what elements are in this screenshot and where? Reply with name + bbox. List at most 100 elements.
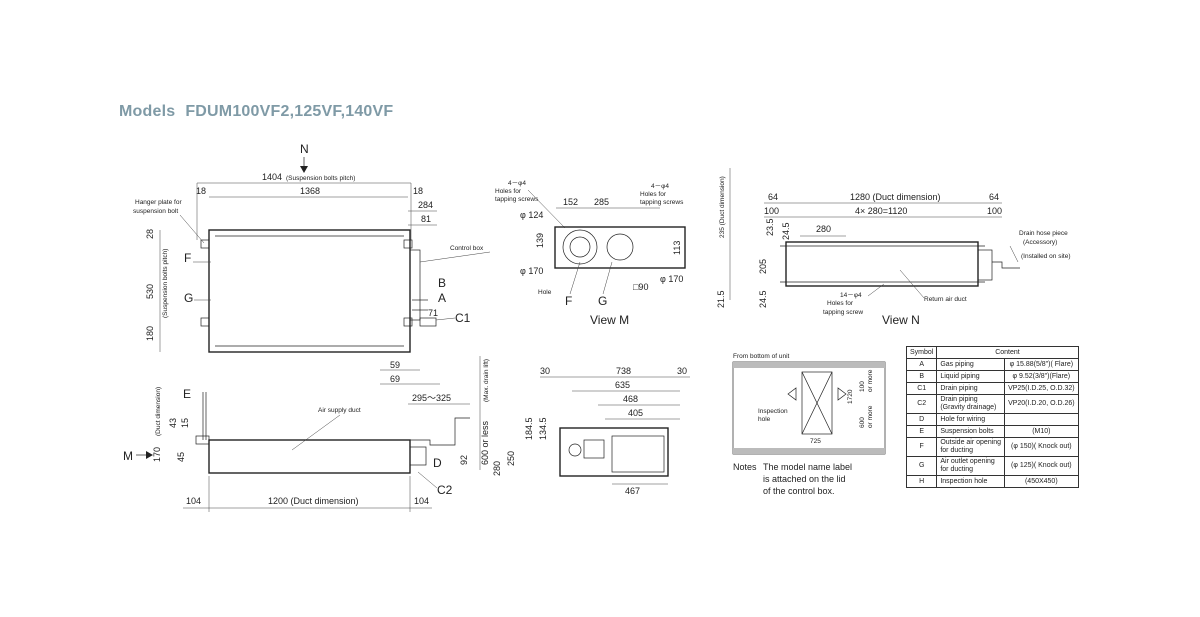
dim-71: 71	[428, 308, 438, 318]
dim-15: 15	[180, 418, 190, 428]
symbol-cell: B	[905, 370, 938, 383]
dim-295-325: 295～325	[412, 393, 451, 403]
label-holes-for-right: Holes for	[640, 191, 667, 198]
label-holes-for-n: Holes for	[827, 300, 854, 307]
label-installed-on-site: (Installed on site)	[1021, 253, 1071, 260]
label-accessory: (Accessory)	[1023, 239, 1057, 246]
notes: Notes The model name label is attached o…	[733, 462, 852, 496]
dim-725: 725	[810, 438, 821, 445]
label-tapping-screws-left: tapping screws	[495, 196, 539, 203]
label-C2: C2	[437, 483, 453, 497]
dim-59: 59	[390, 360, 400, 370]
dim-530: 530	[145, 284, 155, 299]
name-cell: Air outlet opening for ducting	[936, 456, 1006, 476]
dim-284: 284	[418, 200, 433, 210]
dim-23-5: 23.5	[765, 218, 775, 236]
dim-30-right: 30	[677, 366, 687, 376]
dim-duct-side: (Duct dimension)	[155, 387, 162, 436]
name-cell: Gas piping	[936, 358, 1006, 371]
symbol-table-header: Symbol Content	[905, 346, 1079, 359]
symbol-cell: D	[905, 413, 938, 426]
dim-max-drain-lift: (Max. drain lift)	[483, 359, 490, 402]
name-cell: Hole for wiring	[936, 413, 1006, 426]
dim-1404: 1404	[262, 172, 282, 182]
dim-81: 81	[421, 214, 431, 224]
dim-113: 113	[672, 241, 682, 255]
symbol-cell: F	[905, 437, 938, 457]
symbol-cell: C2	[905, 394, 938, 414]
label-control-box: Control box	[450, 245, 484, 252]
dim-or-more-top: or more	[867, 369, 874, 392]
label-hole-bottom: hole	[758, 416, 771, 423]
dim-104-left: 104	[186, 496, 201, 506]
label-return-air-duct: Return air duct	[924, 296, 967, 303]
dim-600-or-less: 600 or less	[480, 420, 490, 465]
label-A: A	[438, 291, 446, 305]
dim-104-right: 104	[414, 496, 429, 506]
notes-label: Notes	[733, 462, 757, 472]
spec-cell: (M10)	[1004, 425, 1079, 438]
symbol-cell: E	[905, 425, 938, 438]
dim-64-right: 64	[989, 192, 999, 202]
dim-100-left: 100	[764, 206, 779, 216]
dim-280-end: 280	[492, 461, 502, 476]
spec-cell	[1004, 413, 1079, 426]
view-n-title: View N	[882, 313, 920, 327]
dim-45: 45	[176, 452, 186, 462]
label-C1: C1	[455, 311, 471, 325]
spec-cell: VP20(I.D.20, O.D.26)	[1004, 394, 1079, 414]
notes-line-1: The model name label	[763, 462, 852, 472]
dim-phi124: φ 124	[520, 210, 543, 220]
dim-phi170-right: φ 170	[660, 274, 683, 284]
dim-4-phi4-left: 4－φ4	[508, 180, 526, 187]
label-holes-for-left: Holes for	[495, 188, 522, 195]
dim-1280-duct: 1280 (Duct dimension)	[850, 192, 941, 202]
dim-24-5-top: 24.5	[781, 222, 791, 240]
dim-1720: 1720	[847, 389, 854, 404]
symbol-cell: G	[905, 456, 938, 476]
dim-1200-duct: 1200 (Duct dimension)	[268, 496, 359, 506]
name-cell: Suspension bolts	[936, 425, 1006, 438]
dim-467: 467	[625, 486, 640, 496]
dim-69: 69	[390, 374, 400, 384]
dim-4x280: 4× 280=1120	[855, 206, 907, 216]
label-D: D	[433, 456, 442, 470]
dim-635: 635	[615, 380, 630, 390]
spec-cell: (φ 125)( Knock out)	[1004, 456, 1079, 476]
top-view-arrow-label: N	[300, 142, 309, 156]
dim-64-left: 64	[768, 192, 778, 202]
spec-cell: VP25(I.D.25, O.D.32)	[1004, 382, 1079, 395]
dim-235-duct: 235 (Duct dimension)	[719, 176, 726, 238]
title-models: FDUM100VF2,125VF,140VF	[185, 103, 394, 120]
dim-21-5: 21.5	[716, 290, 726, 308]
view-n: 235 (Duct dimension) 64 1280 (Duct dimen…	[716, 168, 1071, 327]
dim-139: 139	[535, 233, 545, 248]
content-header: Content	[936, 346, 1079, 359]
name-cell: Drain piping	[936, 382, 1006, 395]
dim-405: 405	[628, 408, 643, 418]
label-F: F	[184, 251, 191, 265]
label-tapping-screws-right: tapping screws	[640, 199, 684, 206]
dim-285: 285	[594, 197, 609, 207]
label-E: E	[183, 387, 191, 401]
label-B: B	[438, 276, 446, 290]
dim-152: 152	[563, 197, 578, 207]
symbol-header: Symbol	[905, 346, 938, 359]
dim-250: 250	[506, 451, 516, 466]
title-prefix: Models	[119, 103, 176, 120]
dim-280: 280	[816, 224, 831, 234]
dim-600-or-more: 600	[859, 417, 866, 428]
label-inspection: Inspection	[758, 408, 788, 415]
dim-4-phi4-right: 4－φ4	[651, 183, 669, 190]
label-view-m-G: G	[598, 294, 607, 308]
dim-18-left: 18	[196, 186, 206, 196]
dim-30-left: 30	[540, 366, 550, 376]
dim-468: 468	[623, 394, 638, 404]
